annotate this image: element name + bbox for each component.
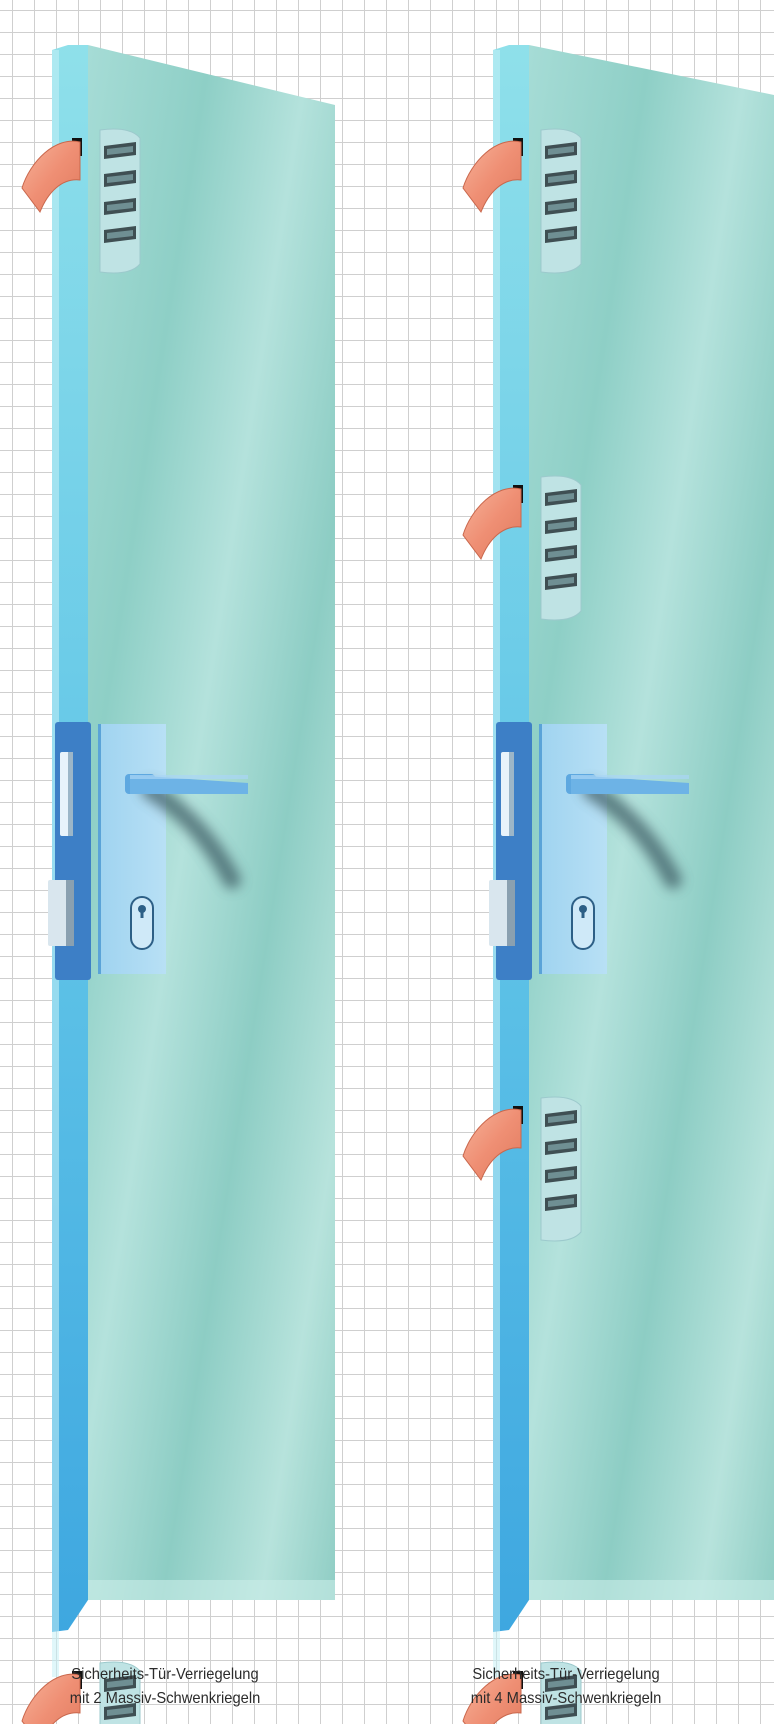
keyhole-slot (582, 909, 585, 918)
lock-plate-edge (98, 724, 101, 974)
caption-door-4-bolts: Sicherheits-Tür-Verriegelung mit 4 Massi… (437, 1663, 695, 1711)
cylinder-lock (131, 897, 153, 949)
lock-plate-edge (539, 724, 542, 974)
caption-line-1: Sicherheits-Tür-Verriegelung (437, 1663, 695, 1687)
dead-bolt-shade (66, 880, 74, 946)
handle-highlight (130, 775, 248, 779)
door-4-bolts (463, 45, 774, 1724)
door-panel-bottom-edge (88, 1580, 335, 1600)
caption-line-2: mit 2 Massiv-Schwenkriegeln (36, 1687, 294, 1711)
dead-bolt-shade (507, 880, 515, 946)
keyhole-slot (141, 909, 144, 918)
caption-line-2: mit 4 Massiv-Schwenkriegeln (437, 1687, 695, 1711)
latch-bolt-shade (68, 752, 73, 836)
caption-door-2-bolts: Sicherheits-Tür-Verriegelung mit 2 Massi… (36, 1663, 294, 1711)
door-panel-bottom-edge (529, 1580, 774, 1600)
handle-highlight (571, 775, 689, 779)
cylinder-lock (572, 897, 594, 949)
door-2-bolts (22, 45, 335, 1724)
caption-line-1: Sicherheits-Tür-Verriegelung (36, 1663, 294, 1687)
latch-bolt-shade (509, 752, 514, 836)
